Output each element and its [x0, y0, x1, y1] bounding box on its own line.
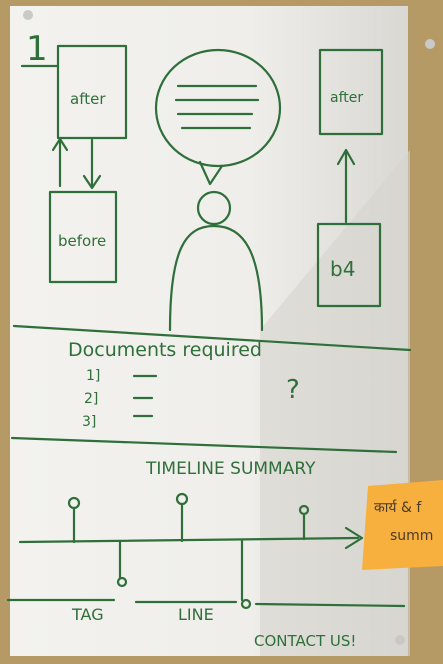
panel-after-left-label: after [70, 90, 106, 108]
document-item-1: 1] [86, 368, 100, 384]
section-divider [12, 324, 412, 352]
panel-after-left [56, 44, 128, 140]
panel-after-right [318, 48, 384, 136]
sheet-number: 1 [26, 29, 48, 69]
timeline-arrow-head [344, 526, 364, 550]
bubble-tail [198, 160, 224, 186]
panel-before-left [48, 190, 118, 284]
contact-us: CONTACT US! [254, 632, 356, 650]
panel-before-right [316, 222, 382, 308]
timeline-pin-head [116, 576, 128, 588]
pin-icon [395, 635, 405, 645]
paper-shadow [260, 150, 410, 656]
document-item-2: 2] [84, 391, 98, 407]
arrow-up-head [51, 137, 69, 152]
timeline-pin-head [67, 496, 81, 510]
timeline-pin-head [175, 492, 189, 506]
timeline-line: LINE [178, 605, 214, 624]
panel-before-left-label: before [58, 232, 106, 250]
timeline-tag: TAG [71, 605, 104, 624]
bottom-rule [254, 602, 406, 608]
sticky-note-line1: कार्य & f [374, 499, 422, 516]
person-head [196, 190, 232, 226]
question-mark: ? [286, 375, 300, 405]
person-body [168, 224, 264, 332]
pin-icon [425, 39, 435, 49]
timeline-pin-head [298, 504, 310, 516]
section-divider [10, 436, 398, 454]
panel-after-right-label: after [330, 90, 363, 106]
timeline-axis [18, 536, 360, 544]
panel-before-right-label: b4 [330, 257, 355, 281]
arrow-down-head [82, 174, 102, 190]
documents-heading: Documents required [68, 339, 262, 361]
timeline-heading: TIMELINE SUMMARY [145, 459, 316, 479]
sticky-note: कार्य & f summ [362, 480, 443, 570]
pin-icon [23, 10, 33, 20]
timeline-pin-head [240, 598, 252, 610]
document-item-3: 3] [82, 414, 96, 430]
speech-bubble [154, 48, 282, 168]
arrow-up-right-head [336, 148, 356, 166]
sticky-note-line2: summ [390, 528, 433, 544]
